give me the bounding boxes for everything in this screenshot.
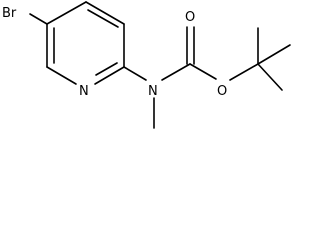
bond-c-br xyxy=(29,13,48,25)
bond-n1-c2 xyxy=(46,66,77,85)
bond-n-carbonyl xyxy=(161,63,191,81)
bond-c4-c5-inner xyxy=(87,9,119,28)
bromine-label: Br xyxy=(2,6,17,21)
amine-nitrogen-label: N xyxy=(148,84,158,99)
pyridine-ring xyxy=(46,1,125,85)
bond-carbonyl-ester-o xyxy=(189,63,217,80)
chemical-structure: Br N N O O xyxy=(2,1,291,129)
bond-c2-c3-inner xyxy=(95,62,118,76)
bond-tert-c-methyl-right xyxy=(257,44,291,65)
bond-ring-amine xyxy=(123,66,147,81)
pyridine-nitrogen-label: N xyxy=(79,84,89,99)
bond-c2-c3 xyxy=(94,66,125,85)
bond-c4-c5 xyxy=(85,1,125,25)
carbonyl-oxygen-label: O xyxy=(185,10,195,25)
bond-tert-c-methyl-down xyxy=(257,63,283,91)
ester-oxygen-label: O xyxy=(217,84,227,99)
bond-c5-c6 xyxy=(46,1,87,25)
bond-ester-o-tert-c xyxy=(229,63,259,81)
